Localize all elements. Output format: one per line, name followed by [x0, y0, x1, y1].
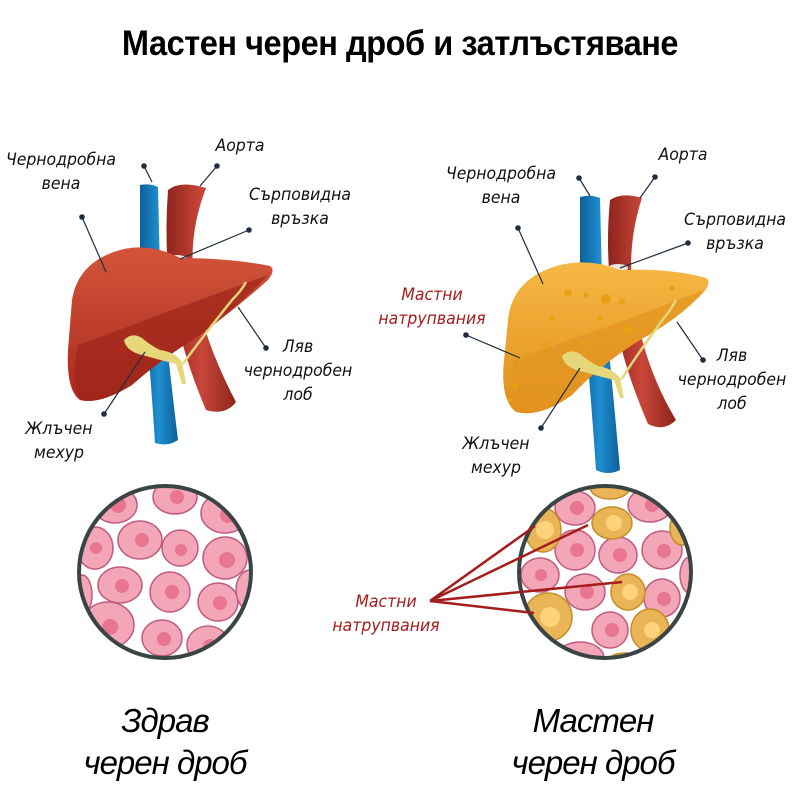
caption-fatty-liver: Мастен черен дроб: [463, 700, 723, 784]
label-line: Ляв: [716, 346, 748, 365]
caption-line: Здрав: [121, 702, 209, 739]
label-gallbladder: Жлъчен мехур: [16, 417, 102, 465]
fat-droplets: [508, 285, 675, 402]
healthy-liver-illustration: [67, 163, 273, 445]
healthy-cells-magnified: [77, 484, 253, 660]
caption-line: черен дроб: [511, 744, 676, 781]
label-aorta: Аорта: [658, 145, 708, 164]
label-line: чернодробен: [243, 361, 353, 380]
label-aorta: Аорта: [215, 136, 265, 155]
label-line: натрупвания: [378, 309, 486, 328]
label-line: Чернодробна: [5, 150, 117, 169]
label-line: мехур: [34, 443, 84, 462]
label-left-lobe: Ляв чернодробен лоб: [236, 335, 360, 407]
label-line: чернодробен: [677, 370, 787, 389]
aorta-shape: [166, 184, 236, 412]
label-line: вена: [481, 188, 521, 207]
caption-line: черен дроб: [83, 744, 248, 781]
label-line: мехур: [471, 458, 521, 477]
label-gallbladder: Жлъчен мехур: [450, 432, 541, 480]
label-line: Сърповидна: [249, 185, 351, 204]
label-line: връзка: [271, 209, 329, 228]
label-line: Мастни: [355, 592, 417, 611]
label-falciform-ligament: Сърповидна връзка: [671, 208, 798, 256]
aorta-shape: [608, 195, 676, 428]
label-hepatic-vein: Чернодробна вена: [435, 162, 566, 210]
page-title: Мастен черен дроб и затлъстяване: [121, 24, 679, 63]
caption-healthy-liver: Здрав черен дроб: [35, 700, 295, 784]
label-line: Сърповидна: [684, 210, 786, 229]
fatty-cells-magnified: [429, 484, 693, 660]
label-fat-deposits: Мастни натрупвания: [366, 283, 499, 331]
label-line: Ляв: [282, 337, 314, 356]
label-line: Мастни: [401, 285, 463, 304]
label-left-lobe: Ляв чернодробен лоб: [668, 344, 795, 416]
label-hepatic-vein: Чернодробна вена: [5, 148, 117, 196]
label-cell-fat-deposits: Мастни натрупвания: [320, 590, 453, 638]
label-line: Жлъчен: [25, 419, 93, 438]
caption-line: Мастен: [532, 702, 655, 739]
label-line: натрупвания: [332, 616, 440, 635]
label-line: връзка: [706, 234, 764, 253]
label-line: вена: [41, 174, 81, 193]
label-line: Жлъчен: [462, 434, 530, 453]
label-line: Чернодробна: [445, 164, 557, 183]
fat-deposit-pointers: [429, 523, 623, 615]
label-line: лоб: [717, 394, 747, 413]
label-line: лоб: [283, 385, 313, 404]
label-falciform-ligament: Сърповидна връзка: [238, 183, 362, 231]
fatty-liver-illustration: [463, 174, 709, 473]
